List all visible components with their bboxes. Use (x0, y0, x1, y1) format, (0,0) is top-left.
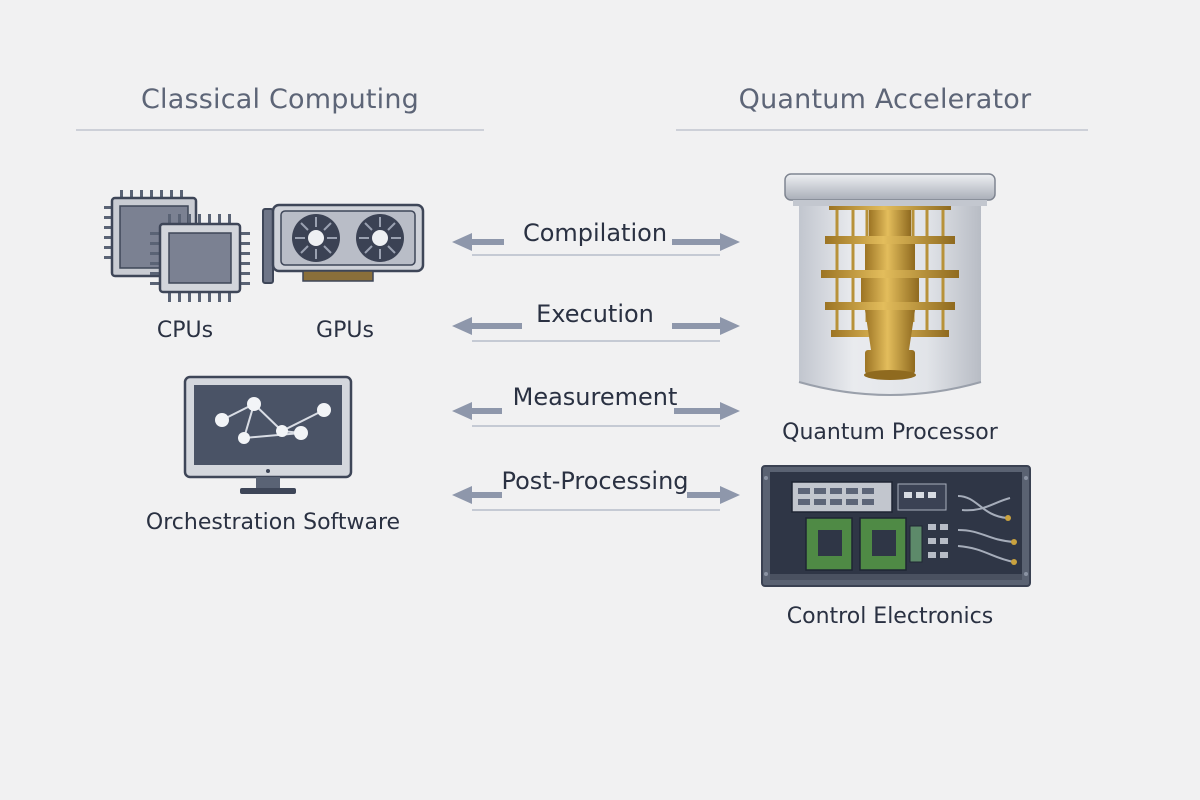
flow-compilation-label: Compilation (522, 219, 668, 247)
quantum-section-divider (676, 129, 1088, 131)
flow-compilation-arrow (452, 233, 740, 256)
flow-post-processing-arrow (452, 486, 740, 511)
control-electronics-label: Control Electronics (786, 604, 994, 629)
flow-execution-arrow (452, 317, 740, 342)
rack-electronics-icon (761, 465, 1031, 587)
quantum-section-title: Quantum Accelerator (738, 84, 1032, 115)
flow-measurement-arrow (452, 402, 740, 427)
monitor-graph-icon (183, 375, 353, 494)
flow-measurement-label: Measurement (512, 383, 678, 411)
gpus-label: GPUs (316, 318, 374, 343)
quantum-processor-label: Quantum Processor (782, 420, 998, 445)
cpu-chips-icon (104, 190, 250, 302)
flow-post-processing-label: Post-Processing (501, 467, 689, 495)
classical-section-title: Classical Computing (140, 84, 420, 115)
gpu-card-icon (262, 203, 425, 284)
dilution-refrigerator-icon (784, 173, 996, 396)
flow-execution-label: Execution (536, 300, 654, 328)
orchestration-software-label: Orchestration Software (145, 510, 401, 535)
cpus-label: CPUs (156, 318, 214, 343)
classical-section-divider (76, 129, 484, 131)
